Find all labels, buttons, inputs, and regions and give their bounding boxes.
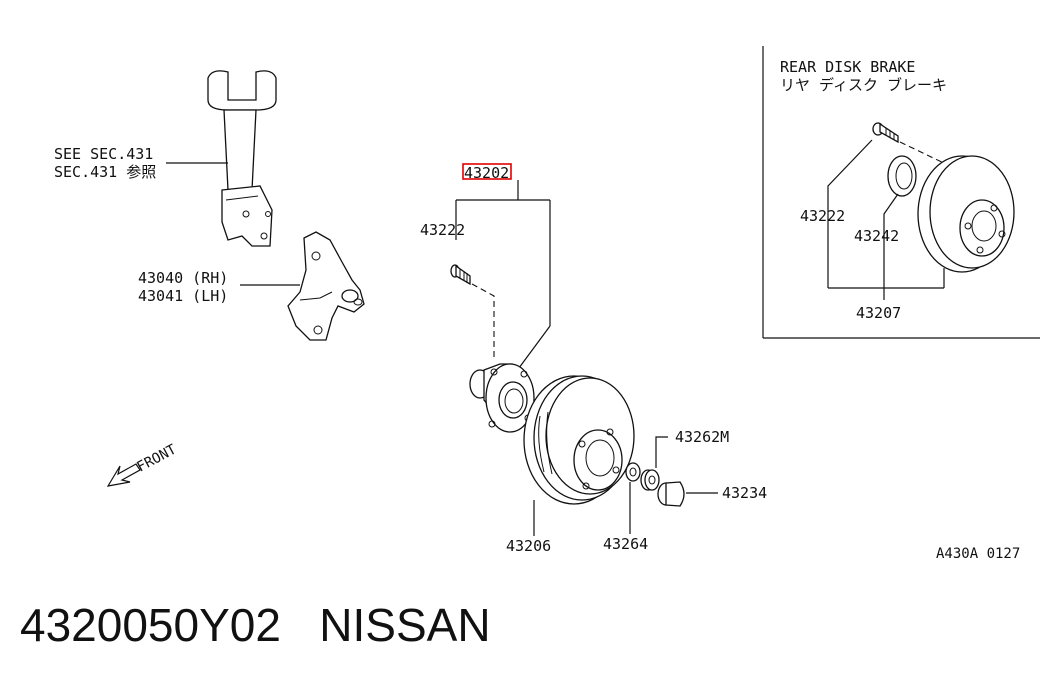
inset-title-jp: リヤ ディスク ブレーキ: [780, 76, 947, 94]
brand-name: NISSAN: [319, 599, 491, 651]
inset-title-en: REAR DISK BRAKE: [780, 58, 915, 76]
hub-nut: [640, 469, 660, 491]
washer: [625, 462, 641, 482]
cap-label: 43234: [722, 484, 767, 502]
inset-disk-label: 43207: [856, 304, 901, 322]
inset-leaders: [827, 139, 945, 300]
footer-caption: 4320050Y02 NISSAN: [20, 598, 491, 652]
inset-bolt: [872, 122, 899, 144]
front-label: FRONT: [134, 441, 179, 475]
brake-drum: [523, 375, 635, 505]
part-number: 4320050Y02: [20, 599, 281, 651]
drum-label: 43206: [506, 537, 551, 555]
wheel-hub: [469, 363, 535, 433]
knuckle-lh-label: 43041 (LH): [138, 287, 228, 305]
bolt-dash-line: [471, 283, 495, 360]
grease-cap: [657, 481, 685, 507]
inset-seal: [887, 155, 917, 197]
knuckle-rh-label: 43040 (RH): [138, 269, 228, 287]
knuckle: [287, 231, 365, 341]
highlight-box: [462, 163, 512, 180]
inset-seal-label: 43242: [854, 227, 899, 245]
inset-brake-disk: [917, 155, 1015, 273]
figure-code: A430A 0127: [936, 546, 1020, 562]
sec-ref-jp-label: SEC.431 参照: [54, 163, 156, 181]
bolt-label: 43222: [420, 221, 465, 239]
washer-label: 43264: [603, 535, 648, 553]
see-sec-label: SEE SEC.431: [54, 145, 153, 163]
hub-assy-label: 43202: [464, 164, 509, 182]
hub-bolt: [450, 264, 471, 286]
nut-label: 43262M: [675, 428, 729, 446]
hub-assy-bracket: [455, 180, 551, 373]
strut-assembly: [207, 70, 277, 247]
inset-frame: [762, 46, 1040, 339]
front-arrow-icon: [106, 463, 141, 487]
inset-bolt-label: 43222: [800, 207, 845, 225]
nut-leader: [655, 436, 668, 468]
